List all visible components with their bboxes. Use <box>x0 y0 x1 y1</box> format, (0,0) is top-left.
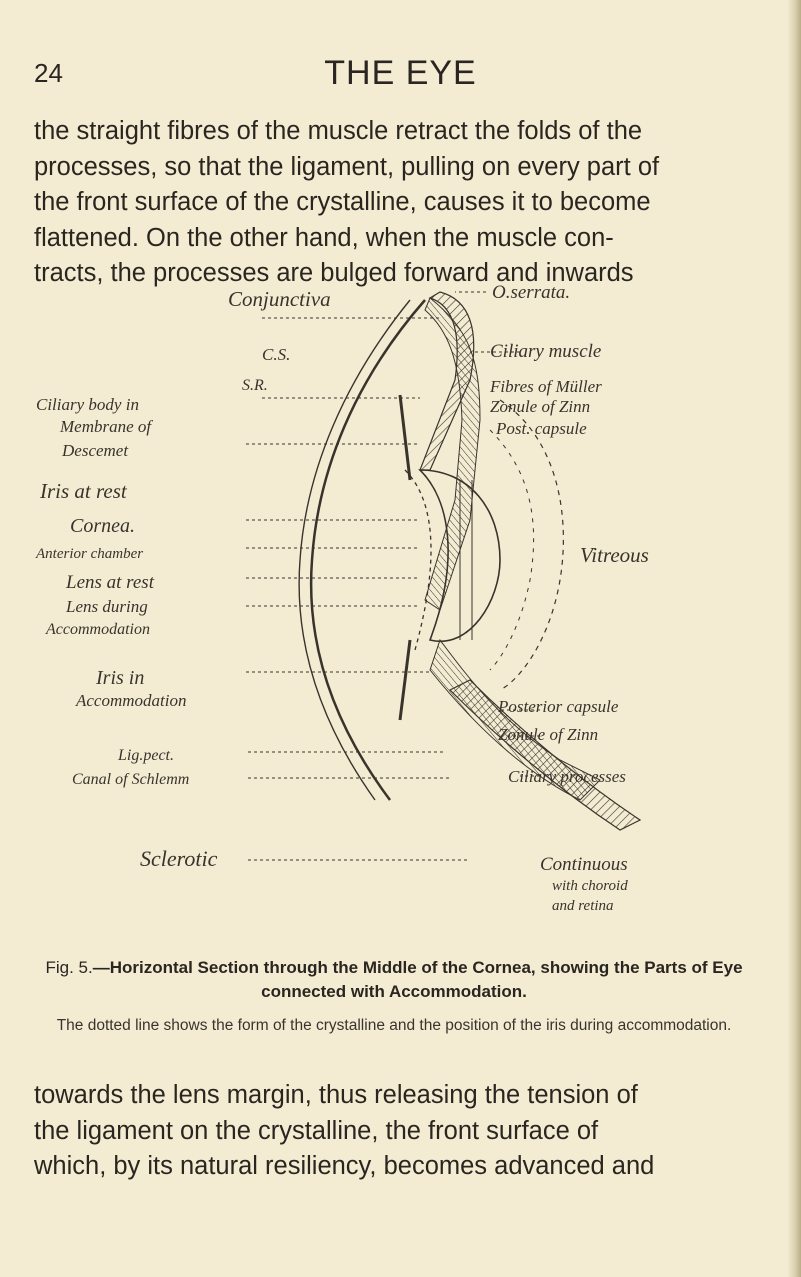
label-zonule-2: Zonule of Zinn <box>498 725 598 744</box>
label-iris-at-rest: Iris at rest <box>39 479 128 503</box>
iris-upper <box>398 394 412 481</box>
label-anterior-chamber: Anterior chamber <box>35 546 143 562</box>
text-line: the straight fibres of the muscle retrac… <box>34 117 643 145</box>
label-sr: S.R. <box>242 377 268 394</box>
sclera-upper <box>419 291 475 471</box>
text-line: the front surface of the crystalline, ca… <box>34 188 651 216</box>
figure-caption-label: Fig. 5. <box>45 958 93 977</box>
text-line: processes, so that the ligament, pulling… <box>34 152 660 181</box>
leader-lines <box>246 291 540 861</box>
label-fibres-muller: Fibres of Müller <box>489 377 602 396</box>
label-ciliary-processes: Ciliary processes <box>508 767 626 786</box>
text-line: which, by its natural resiliency, become… <box>34 1152 655 1180</box>
label-cornea: Cornea. <box>70 515 135 537</box>
label-membrane: Membrane of <box>59 417 153 436</box>
label-descemet: Descemet <box>61 441 129 460</box>
text-line: tracts, the processes are bulged forward… <box>34 259 634 287</box>
label-vitreous: Vitreous <box>580 543 649 567</box>
label-accommodation: Accommodation <box>45 621 150 638</box>
label-cs: C.S. <box>262 345 290 364</box>
figure-caption-text: —Horizontal Section through the Middle o… <box>92 958 743 1001</box>
iris-lower <box>398 639 412 721</box>
label-canal-schlemm: Canal of Schlemm <box>72 771 189 788</box>
text-line: towards the lens margin, thus releasing … <box>34 1081 638 1109</box>
label-iris-in: Iris in <box>95 667 144 689</box>
page-number: 24 <box>34 58 63 88</box>
running-head: THE EYE <box>324 54 477 92</box>
lens-at-rest <box>418 469 501 643</box>
paragraph-bottom: towards the lens margin, thus releasing … <box>34 1078 754 1185</box>
label-accommodation-2: Accommodation <box>75 691 186 710</box>
lens-accommodated <box>404 469 432 651</box>
label-sclerotic: Sclerotic <box>140 846 218 871</box>
label-zonule: Zonule of Zinn <box>490 397 590 416</box>
label-continuous: Continuous <box>540 854 628 875</box>
text-line: the ligament on the crystalline, the fro… <box>34 1116 599 1145</box>
figure-caption: Fig. 5.—Horizontal Section through the M… <box>34 956 754 1004</box>
figure-note: The dotted line shows the form of the cr… <box>56 1017 732 1034</box>
label-lens-during: Lens during <box>65 597 148 616</box>
label-post-capsule: Post. capsule <box>495 419 587 438</box>
page-header: 24 THE EYE <box>34 54 767 98</box>
sclera-lower <box>448 679 642 831</box>
label-lig-pect: Lig.pect. <box>117 747 174 764</box>
text-line: flattened. On the other hand, when the m… <box>34 223 614 252</box>
paragraph-top: the straight fibres of the muscle retrac… <box>34 114 754 292</box>
label-and-retina: and retina <box>552 898 614 914</box>
ciliary-lower <box>429 638 601 801</box>
cornea <box>309 299 426 801</box>
label-posterior-capsule: Posterior capsule <box>497 697 619 716</box>
label-with-choroid: with choroid <box>552 878 628 894</box>
ciliary-muscle-region <box>424 297 481 611</box>
label-lens-at-rest: Lens at rest <box>65 572 155 593</box>
label-ciliary-muscle: Ciliary muscle <box>490 341 601 362</box>
posterior-capsule <box>499 399 564 691</box>
page-edge <box>787 0 801 1277</box>
label-ciliary-body: Ciliary body in <box>36 395 139 414</box>
